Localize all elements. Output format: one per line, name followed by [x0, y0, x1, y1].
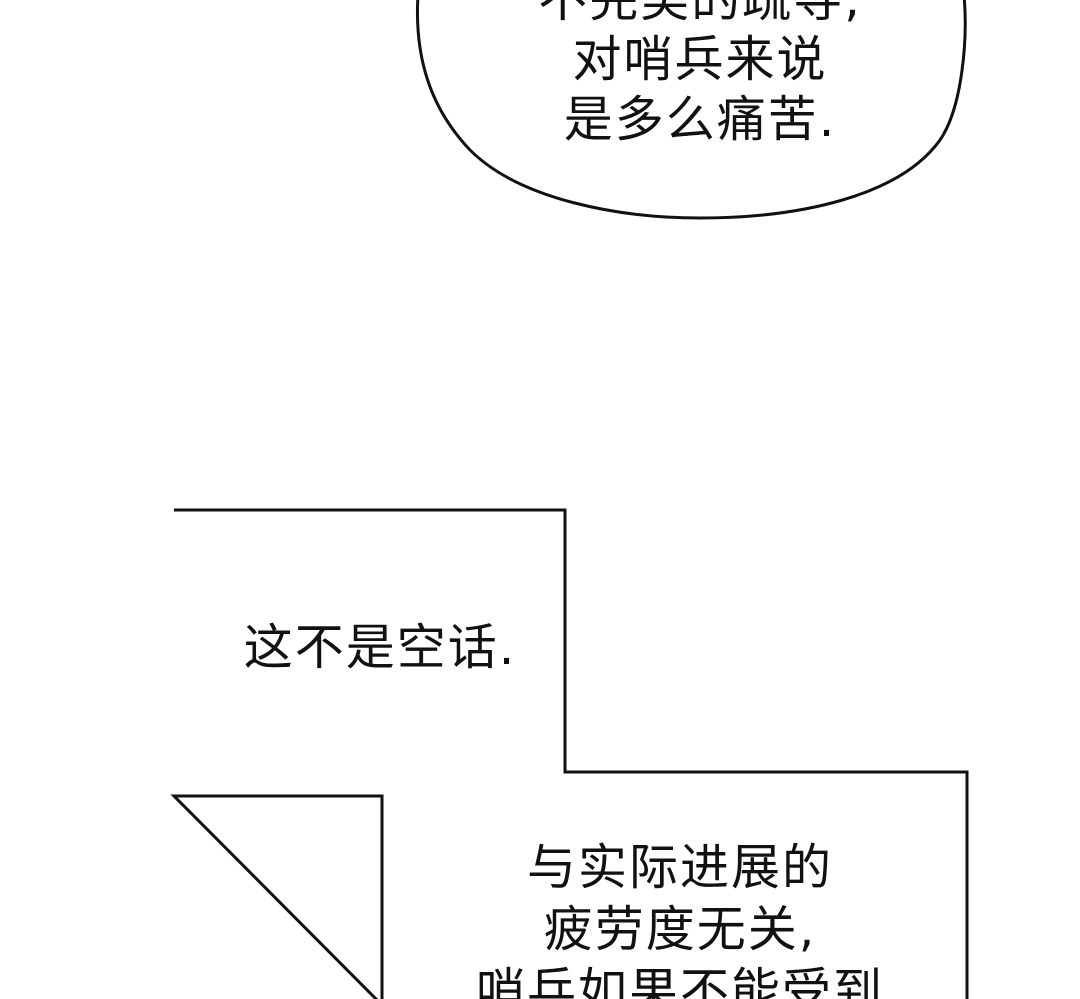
caption-line-1: 与实际进展的: [526, 839, 833, 896]
caption-line-3: 哨兵如果不能受到: [475, 963, 884, 999]
caption-text-1: 这不是空话.: [243, 619, 517, 676]
speech-line-2: 对哨兵来说: [572, 31, 828, 88]
caption-line-2: 疲劳度无关,: [543, 901, 817, 958]
speech-line-3: 是多么痛苦.: [563, 91, 837, 148]
caption-box-outline: [170, 508, 969, 999]
speech-bubble-outline: [415, 0, 967, 220]
speech-line-1: 不完美的疏导,: [470, 0, 930, 26]
